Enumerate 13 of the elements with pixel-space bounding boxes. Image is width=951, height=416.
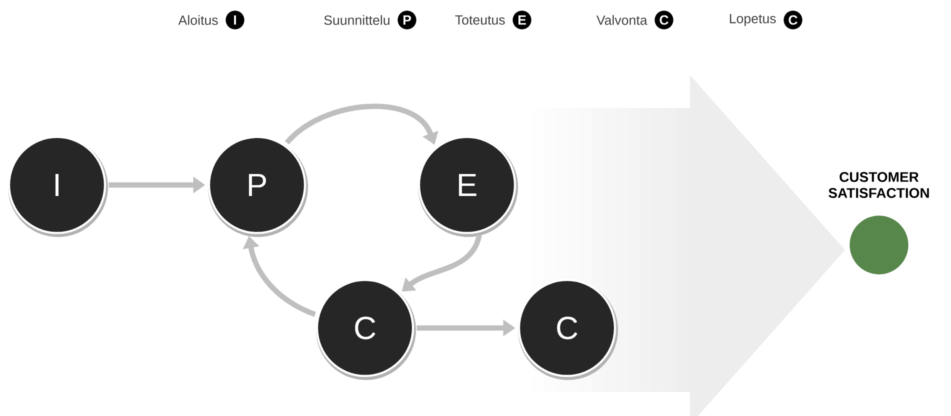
legend-text: Toteutus — [455, 15, 505, 25]
legend-badge: I — [226, 10, 244, 30]
goal-circle — [850, 216, 908, 274]
arrow — [284, 104, 438, 145]
legend-text: Aloitus — [178, 15, 218, 25]
legend-text: Suunnittelu — [324, 15, 390, 25]
legend-text: Lopetus — [730, 14, 776, 26]
legend-badge: C — [654, 10, 674, 30]
legend-badge: E — [512, 10, 532, 30]
legend-badge: C — [784, 10, 802, 30]
goal-heading: CUSTOMER SATISFACTION — [828, 172, 929, 198]
legend-text: Valvonta — [596, 15, 648, 25]
legend-badge: P — [398, 10, 416, 30]
